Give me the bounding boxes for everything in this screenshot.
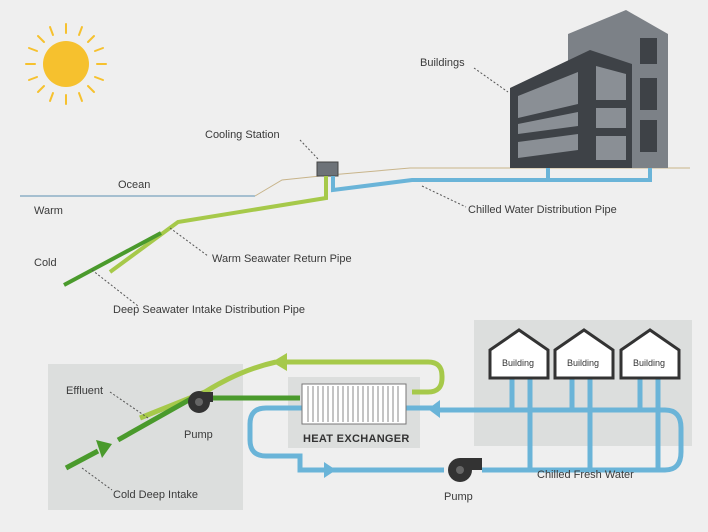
- warm-return-pipe-label: Warm Seawater Return Pipe: [212, 253, 352, 265]
- sun-icon: [25, 23, 107, 105]
- buildings-label: Buildings: [420, 57, 465, 69]
- cooling-station-label: Cooling Station: [205, 129, 280, 141]
- cold-deep-intake-label: Cold Deep Intake: [113, 489, 198, 501]
- leader-lines-top: [91, 67, 509, 307]
- pump-bottom-label: Pump: [444, 491, 473, 503]
- building-icon-1: Building: [488, 328, 550, 380]
- cold-intake-pipe: [64, 393, 300, 471]
- blue-arrow-left-icon: [428, 400, 440, 418]
- effluent-label: Effluent: [66, 385, 103, 397]
- cooling-station-box: [316, 161, 339, 177]
- building-label-2: Building: [567, 358, 599, 368]
- blue-arrow-right-icon: [324, 462, 336, 478]
- chilled-fresh-water-loop: [247, 378, 684, 473]
- heat-exchanger-coil-icon: [301, 383, 407, 425]
- deep-seawater-intake-pipe: [63, 231, 162, 287]
- cold-label: Cold: [34, 257, 57, 269]
- pump-left-icon: [188, 391, 213, 413]
- building-icon-3: Building: [619, 328, 681, 380]
- deep-intake-pipe-label: Deep Seawater Intake Distribution Pipe: [113, 304, 305, 316]
- warm-seawater-return-pipe: [108, 176, 328, 274]
- building-icon-2: Building: [553, 328, 615, 380]
- effluent-loop: [139, 359, 445, 421]
- effluent-arrow-icon: [272, 353, 287, 371]
- chilled-water-pipe-label: Chilled Water Distribution Pipe: [468, 204, 617, 216]
- chilled-fresh-water-label: Chilled Fresh Water: [537, 469, 634, 481]
- building-label-1: Building: [502, 358, 534, 368]
- building-label-3: Building: [633, 358, 665, 368]
- heat-exchanger-label: HEAT EXCHANGER: [303, 433, 410, 445]
- warm-label: Warm: [34, 205, 63, 217]
- pump-bottom-icon: [448, 458, 482, 482]
- chilled-water-distribution-pipe: [331, 168, 652, 193]
- buildings-illustration: [510, 10, 668, 168]
- ocean-label: Ocean: [118, 179, 150, 191]
- intake-arrow-icon: [96, 440, 112, 458]
- pump-left-label: Pump: [184, 429, 213, 441]
